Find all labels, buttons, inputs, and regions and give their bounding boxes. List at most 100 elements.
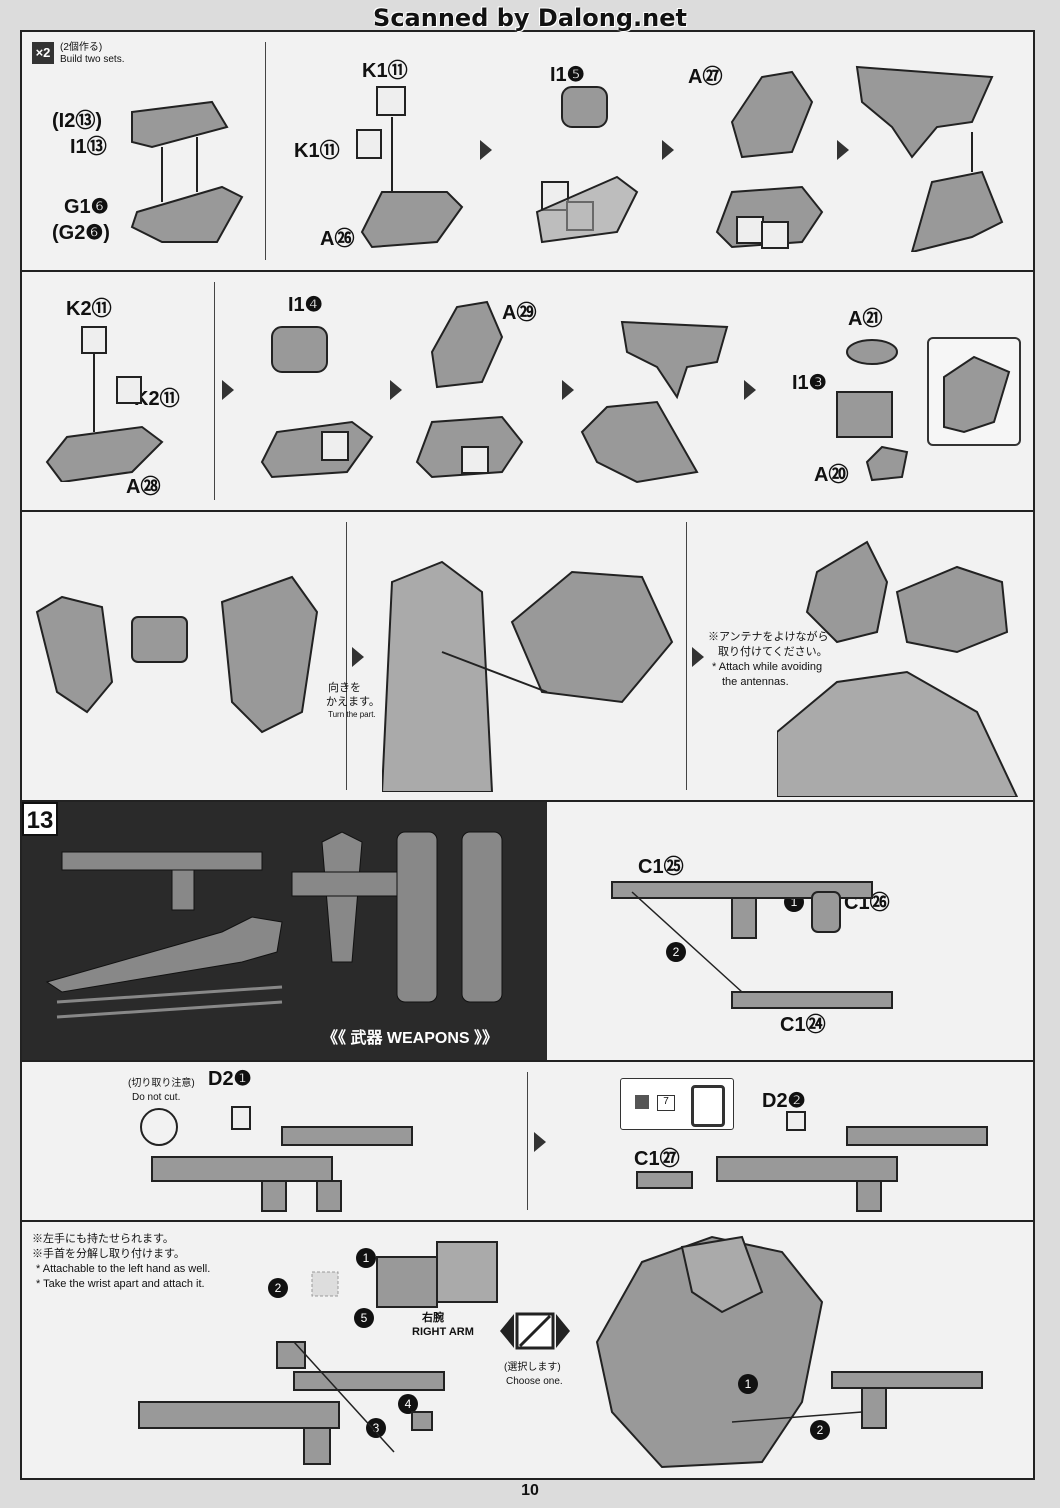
part-illustration xyxy=(45,326,164,482)
antenna-note-jp1: ※アンテナをよけながら xyxy=(708,631,829,643)
rifle-illustration xyxy=(138,1341,445,1465)
part-illustration xyxy=(35,575,319,734)
part-label-i2: (I2⑬) xyxy=(52,110,103,132)
step-circle-2: 2 xyxy=(810,1420,830,1440)
row-1: ×2 (2個作る) Build two sets. (I2⑬) I1⑬ G1❻ … xyxy=(22,32,1033,272)
step-arrow xyxy=(562,380,574,400)
part-illustration xyxy=(580,320,729,484)
part-label-c124: C1㉔ xyxy=(780,1014,826,1036)
step-arrow xyxy=(662,140,674,160)
step-circle-1: 1 xyxy=(738,1374,758,1394)
step-circle-2: 2 xyxy=(666,942,686,962)
divider xyxy=(214,282,215,500)
antenna-note-en1: * Attach while avoiding xyxy=(712,661,823,673)
step-arrow xyxy=(390,380,402,400)
part-label-a20: A⑳ xyxy=(814,464,849,486)
weapons-title: 《《 武器 WEAPONS 》》 xyxy=(322,1030,499,1047)
part-illustration xyxy=(415,300,524,479)
turn-note-jp1: 向きを xyxy=(328,682,361,694)
part-label-k1a: K1⑪ xyxy=(362,60,408,82)
divider xyxy=(527,1072,528,1210)
robot-illustration xyxy=(777,540,1019,797)
step-arrow xyxy=(837,140,849,160)
scan-watermark: Scanned by Dalong.net xyxy=(373,4,687,32)
part-illustration xyxy=(855,65,1004,252)
part-label-a27: A㉗ xyxy=(688,66,723,88)
weapons-illustration xyxy=(45,831,503,1019)
rifle-illustration xyxy=(611,881,893,1009)
part-label-d22: D2❷ xyxy=(762,1090,806,1112)
step-circle-4: 4 xyxy=(398,1394,418,1414)
part-illustration xyxy=(130,100,244,243)
divider xyxy=(265,42,266,260)
row-step-13: 13 《《 武器 WEAPONS 》》 C1㉕ C1㉖ C1㉔ 1 2 xyxy=(22,802,1033,1062)
part-label-a21: A㉑ xyxy=(848,308,883,330)
arm-illustration xyxy=(276,1241,498,1431)
sticker-shape xyxy=(691,1085,725,1127)
part-label-k2a: K2⑪ xyxy=(66,298,112,320)
row-2: K2⑪ K2⑪ A㉘ I1❹ A㉙ A㉑ I xyxy=(22,272,1033,512)
divider xyxy=(346,522,347,790)
sticker-icon xyxy=(635,1095,649,1109)
weapons-panel xyxy=(22,802,547,1060)
hand-note-en2: * Take the wrist apart and attach it. xyxy=(36,1278,205,1290)
right-arm-en: RIGHT ARM xyxy=(412,1326,474,1338)
multiplier-jp: (2個作る) xyxy=(60,42,103,53)
step-arrow xyxy=(222,380,234,400)
right-arm-jp: 右腕 xyxy=(422,1312,444,1324)
cut-warning-en: Do not cut. xyxy=(132,1092,181,1103)
step-arrow xyxy=(692,647,704,667)
row-6: ※左手にも持たせられます。 ※手首を分解し取り付けます。 * Attachabl… xyxy=(22,1222,1033,1480)
step-arrow xyxy=(480,140,492,160)
part-label-d21: D2❶ xyxy=(208,1068,252,1090)
part-label-g1: G1❻ xyxy=(64,196,109,218)
rifle-illustration xyxy=(636,1111,988,1212)
rifle-illustration xyxy=(151,1106,413,1212)
choose-en: Choose one. xyxy=(506,1376,563,1387)
part-label-a29: A㉙ xyxy=(502,302,537,324)
antenna-note-en2: the antennas. xyxy=(722,676,789,688)
row-5: (切り取り注意) Do not cut. D2❶ 7 D2❷ C1㉗ xyxy=(22,1062,1033,1222)
multiplier-badge: ×2 xyxy=(32,42,54,64)
step-circle-2: 2 xyxy=(268,1278,288,1298)
part-illustration xyxy=(356,86,464,249)
part-illustration xyxy=(715,70,824,249)
step-arrow xyxy=(744,380,756,400)
turn-note-jp2: かえます。 xyxy=(326,696,380,708)
cut-warning-jp: (切り取り注意) xyxy=(128,1078,195,1089)
sticker-number: 7 xyxy=(657,1095,675,1111)
part-label-i15: I1❺ xyxy=(550,64,585,86)
step-circle-1: 1 xyxy=(356,1248,376,1268)
part-label-a28: A㉘ xyxy=(126,476,161,498)
step-circle-5: 5 xyxy=(354,1308,374,1328)
part-illustration xyxy=(943,355,1011,434)
part-label-c127: C1㉗ xyxy=(634,1148,680,1170)
part-label-c125: C1㉕ xyxy=(638,856,684,878)
hand-note-jp2: ※手首を分解し取り付けます。 xyxy=(32,1248,185,1260)
step-number: 13 xyxy=(22,802,58,836)
part-label-i1: I1⑬ xyxy=(70,136,107,158)
antenna-note-jp2: 取り付けてください。 xyxy=(718,646,828,658)
step-arrow xyxy=(534,1132,546,1152)
turn-note-en: Turn the part. xyxy=(328,710,376,719)
part-label-g2: (G2❻) xyxy=(52,222,110,244)
step-circle-3: 3 xyxy=(366,1418,386,1438)
divider xyxy=(686,522,687,790)
instruction-page: ×2 (2個作る) Build two sets. (I2⑬) I1⑬ G1❻ … xyxy=(20,30,1035,1480)
robot-illustration xyxy=(382,560,674,792)
part-label-i14: I1❹ xyxy=(288,294,323,316)
hand-note-jp1: ※左手にも持たせられます。 xyxy=(32,1233,174,1245)
part-illustration xyxy=(535,86,639,244)
robot-holding-rifle-illustration xyxy=(595,1235,983,1469)
part-label-k1b: K1⑪ xyxy=(294,140,340,162)
choose-jp: (選択します) xyxy=(504,1362,561,1373)
page-number: 10 xyxy=(521,1482,539,1499)
part-illustration xyxy=(836,339,909,482)
step-arrow xyxy=(352,647,364,667)
multiplier-en: Build two sets. xyxy=(60,54,125,65)
sticker-reference: 7 xyxy=(620,1078,734,1130)
hand-note-en1: * Attachable to the left hand as well. xyxy=(36,1263,211,1275)
no-cut-icon xyxy=(140,1108,178,1146)
row-3: 向きを かえます。 Turn the part. ※アンテナをよけながら 取り付… xyxy=(22,512,1033,802)
part-label-i13: I1❸ xyxy=(792,372,827,394)
